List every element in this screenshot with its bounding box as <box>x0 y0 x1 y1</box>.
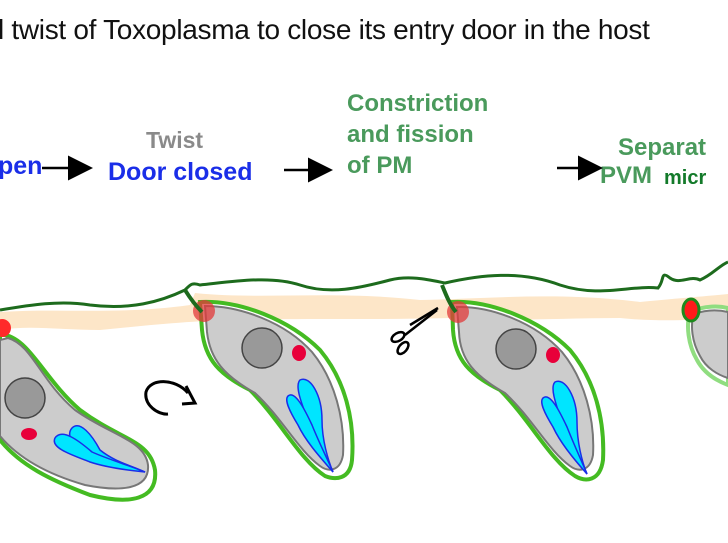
parasite-door-closed <box>183 288 355 480</box>
nucleus <box>4 377 46 419</box>
nucleus <box>495 328 537 370</box>
rhoptry <box>53 433 146 473</box>
rotation-arrow-head <box>181 385 198 406</box>
step-fission-line3: of PM <box>347 152 413 179</box>
step-fission-line1: Constriction <box>347 90 489 117</box>
step-fission-line2: and fission <box>347 121 474 148</box>
step-pvm-label: PVM <box>600 162 653 189</box>
step-twist-label: Twist <box>146 127 204 153</box>
parasite-door-open <box>0 319 158 502</box>
host-plasma-membrane <box>0 260 728 312</box>
scissors-icon <box>390 306 439 356</box>
twisted-membrane-neck <box>440 284 458 314</box>
rotation-arrow-icon <box>144 380 190 416</box>
host-cortex <box>0 293 728 330</box>
rhoptry <box>541 396 588 475</box>
junction <box>681 297 701 323</box>
step-door-closed-label: Door closed <box>108 158 253 186</box>
twisted-membrane-neck <box>183 288 204 314</box>
apicoplast <box>546 347 560 363</box>
step-fission-label: Constriction and fission of PM <box>347 88 488 181</box>
step-door-open-label: pen <box>0 152 43 180</box>
junction <box>0 319 11 337</box>
rhoptry <box>286 394 334 473</box>
apicoplast <box>292 345 306 361</box>
figure-title: l twist of Toxoplasma to close its entry… <box>0 14 650 45</box>
parasite-separated <box>681 297 728 388</box>
step-micro-label: micr <box>664 167 707 189</box>
apicoplast <box>21 428 37 440</box>
parasite-fission <box>440 284 606 482</box>
step-separation-label: Separat <box>618 134 707 161</box>
nucleus <box>241 327 283 369</box>
